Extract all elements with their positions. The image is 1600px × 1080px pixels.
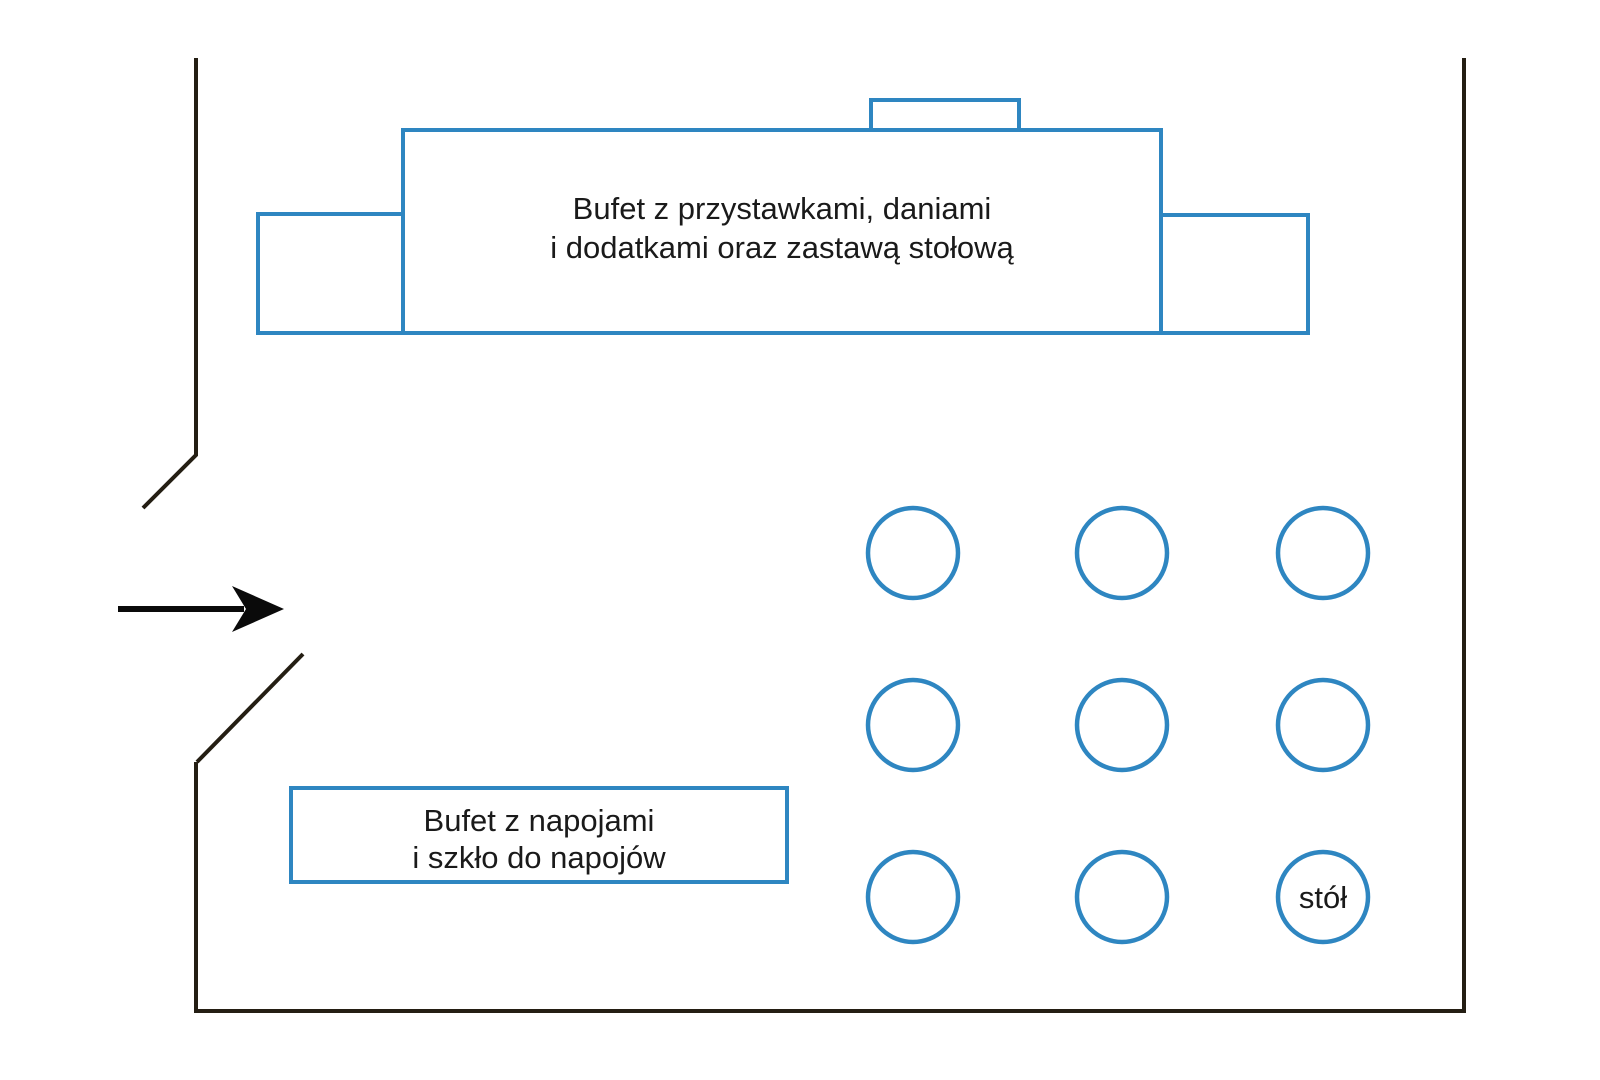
main-buffet-top-extension	[869, 98, 1021, 132]
lower-bottom-right-walls	[194, 58, 1466, 1013]
table-circle	[1074, 505, 1170, 601]
table-circle	[1275, 677, 1371, 773]
main-buffet-label-line1: Bufet z przystawkami, daniami	[573, 191, 992, 226]
room-walls	[141, 58, 1466, 1013]
drinks-buffet-rect	[289, 786, 789, 884]
main-buffet-left-extension	[256, 212, 405, 335]
table-label: stół	[1299, 880, 1347, 915]
left-wall-upper-with-door-leaf	[141, 58, 198, 510]
table-circle	[1074, 849, 1170, 945]
table-circle	[1275, 505, 1371, 601]
table-circle-labeled	[1275, 849, 1371, 945]
drinks-buffet-label-line1: Bufet z napojami	[424, 803, 655, 838]
door-swing-line	[195, 652, 305, 764]
main-buffet-right-extension	[1159, 213, 1310, 335]
buffet-furniture	[256, 98, 1310, 884]
table-circle	[865, 849, 961, 945]
drinks-buffet-label-line2: i szkło do napojów	[412, 840, 666, 875]
entrance-arrow-icon	[118, 586, 284, 632]
table-circle	[865, 677, 961, 773]
table-grid	[865, 505, 1371, 945]
table-circle	[865, 505, 961, 601]
main-buffet-rect	[401, 128, 1163, 335]
entrance-arrow-head	[232, 586, 284, 632]
main-buffet-label-line2: i dodatkami oraz zastawą stołową	[550, 230, 1014, 265]
drinks-buffet-label: Bufet z napojami i szkło do napojów	[412, 803, 666, 875]
main-buffet-label: Bufet z przystawkami, daniami i dodatkam…	[550, 191, 1014, 265]
table-circle	[1074, 677, 1170, 773]
